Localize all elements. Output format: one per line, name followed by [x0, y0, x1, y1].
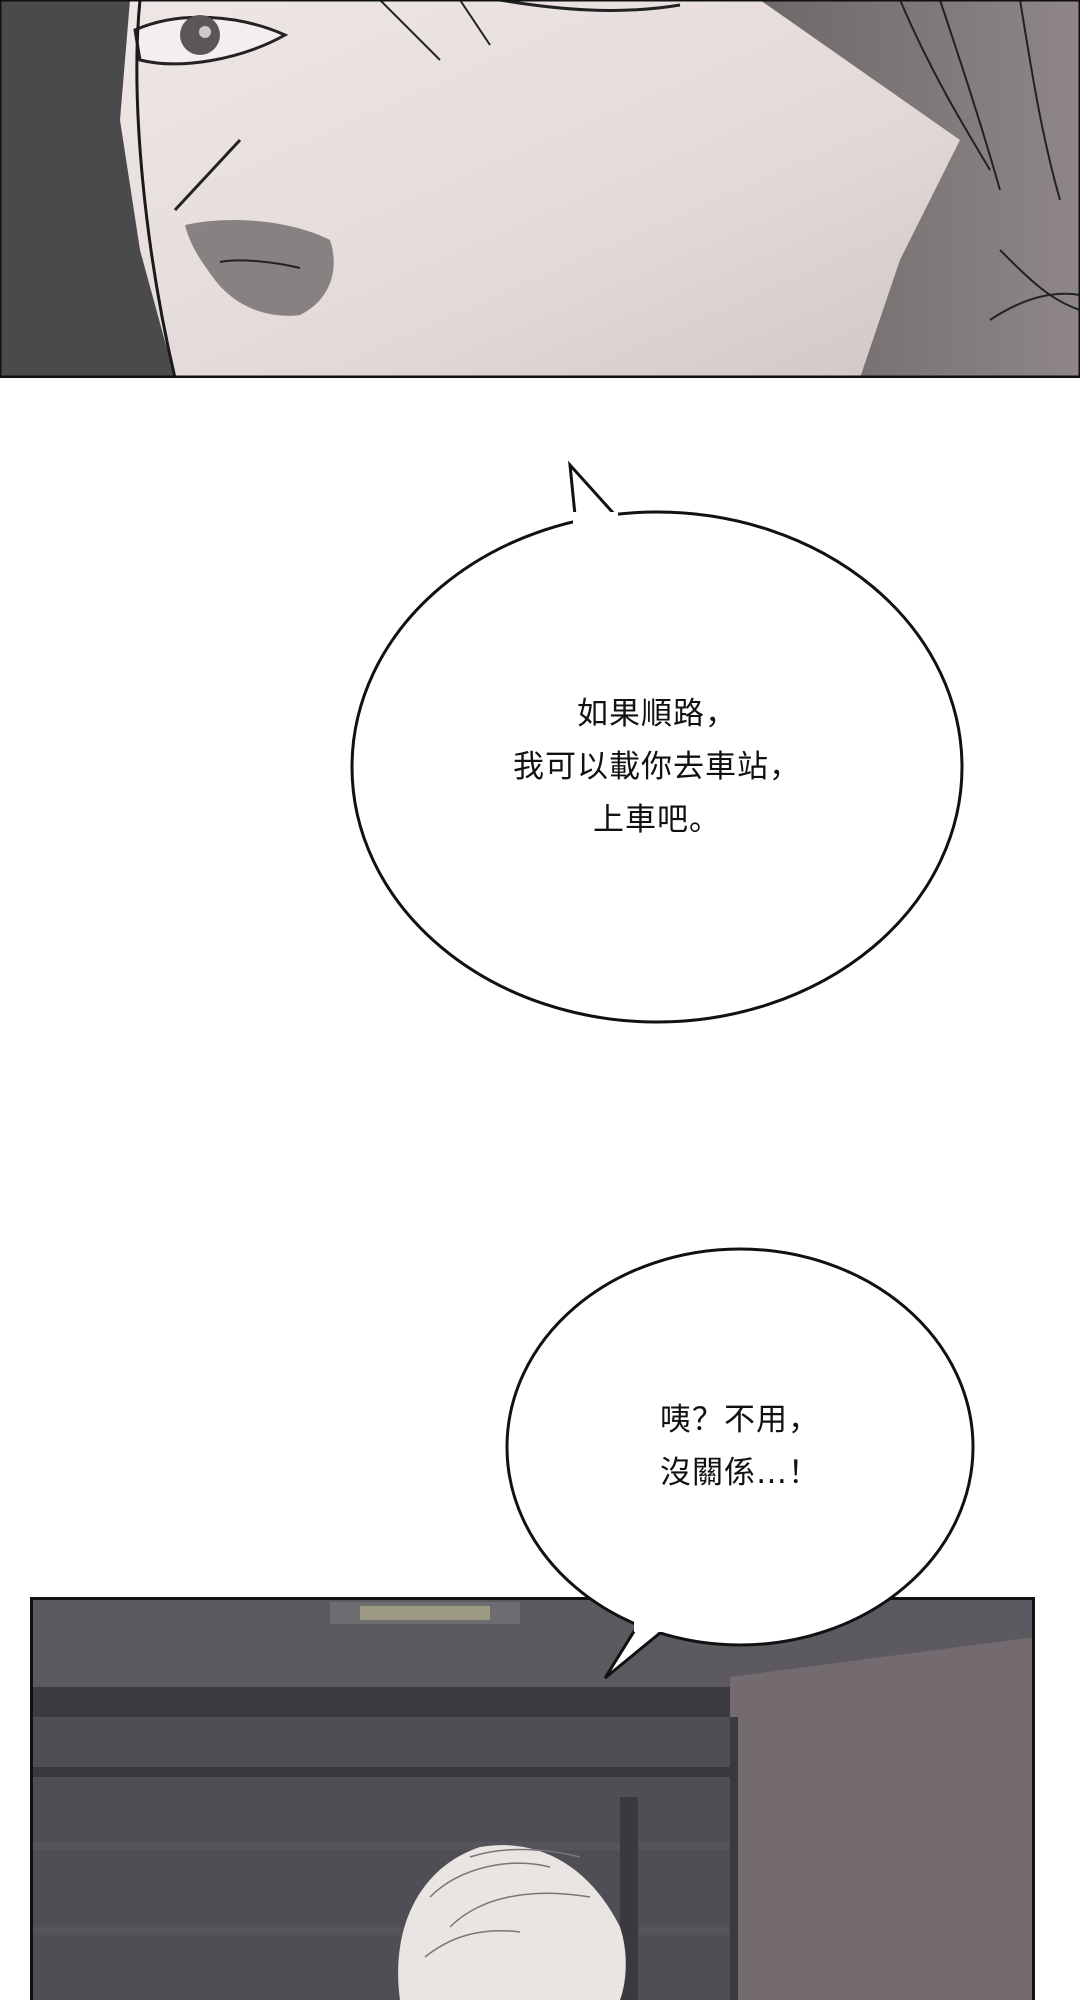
interior-illustration	[30, 1597, 1035, 2000]
dialogue-line: 咦？不用，	[660, 1402, 820, 1438]
speech-bubble-1-text: 如果順路， 我可以載你去車站， 上車吧。	[457, 688, 857, 847]
dialogue-line: 如果順路，	[577, 696, 737, 732]
face-closeup-illustration	[0, 0, 1080, 378]
dialogue-line: 我可以載你去車站，	[513, 749, 801, 785]
speech-bubble-2	[505, 1247, 975, 1680]
speech-bubble-1	[350, 460, 964, 1024]
comic-panel-interior	[30, 1597, 1035, 2000]
dialogue-line: 上車吧。	[593, 802, 721, 838]
speech-bubble-2-text: 咦？不用， 沒關係…！	[580, 1394, 900, 1500]
dialogue-line: 沒關係…！	[660, 1455, 820, 1491]
comic-panel-face-closeup	[0, 0, 1080, 378]
